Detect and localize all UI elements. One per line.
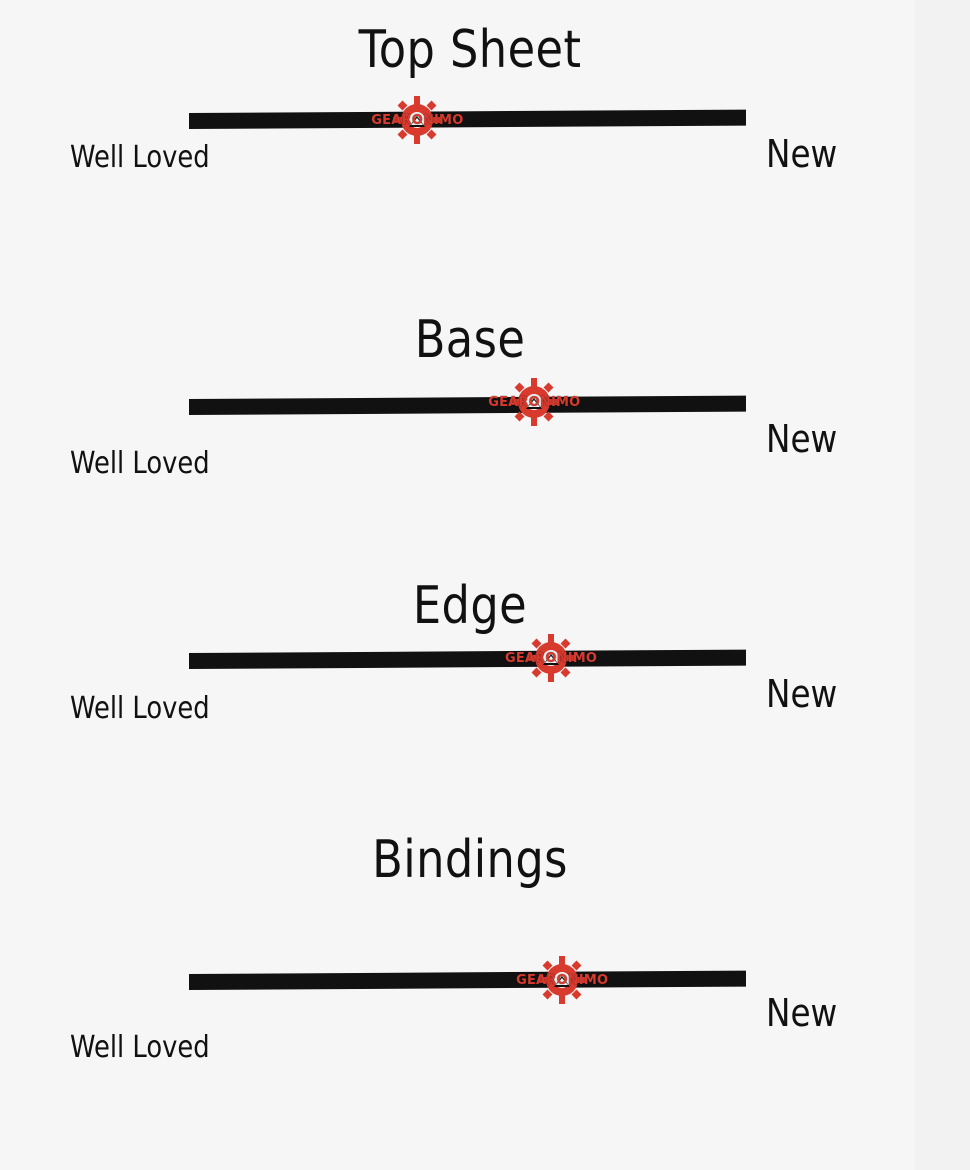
left-label: Well Loved — [70, 691, 210, 726]
left-label: Well Loved — [70, 1030, 210, 1065]
diagram-panel: Top Sheet Well Loved New — [70, 20, 838, 1065]
top-sheet-row: Top Sheet Well Loved New — [0, 0, 970, 260]
gear-icon — [393, 96, 442, 144]
brand-label: GEARONIMO — [488, 395, 581, 410]
right-label: New — [766, 132, 838, 176]
condition-marker: GEARONIMO — [357, 94, 477, 150]
bindings-row: Bindings Well Loved New — [0, 816, 970, 1076]
condition-marker: GEARONIMO — [491, 632, 611, 688]
edge-row: Edge Well Loved New — [0, 548, 970, 808]
row-title: Top Sheet — [358, 20, 582, 80]
gear-icon — [510, 378, 559, 426]
brand-label: GEARONIMO — [516, 973, 609, 988]
right-label: New — [766, 417, 838, 461]
condition-bar — [189, 970, 746, 990]
right-label: New — [766, 672, 838, 716]
base-row: Base Well Loved New — [0, 292, 970, 552]
left-label: Well Loved — [70, 446, 210, 481]
gear-icon — [527, 634, 576, 682]
left-label: Well Loved — [70, 140, 210, 175]
condition-marker: GEARONIMO — [502, 954, 622, 1010]
row-title: Base — [414, 310, 526, 370]
condition-marker: GEARONIMO — [474, 376, 594, 432]
row-title: Edge — [412, 576, 528, 636]
condition-bar — [189, 649, 746, 669]
condition-bar — [189, 395, 746, 415]
brand-label: GEARONIMO — [504, 651, 598, 666]
brand-label: GEARONIMO — [371, 113, 464, 128]
row-title: Bindings — [372, 830, 568, 890]
gear-icon — [538, 956, 587, 1004]
right-label: New — [766, 991, 838, 1035]
